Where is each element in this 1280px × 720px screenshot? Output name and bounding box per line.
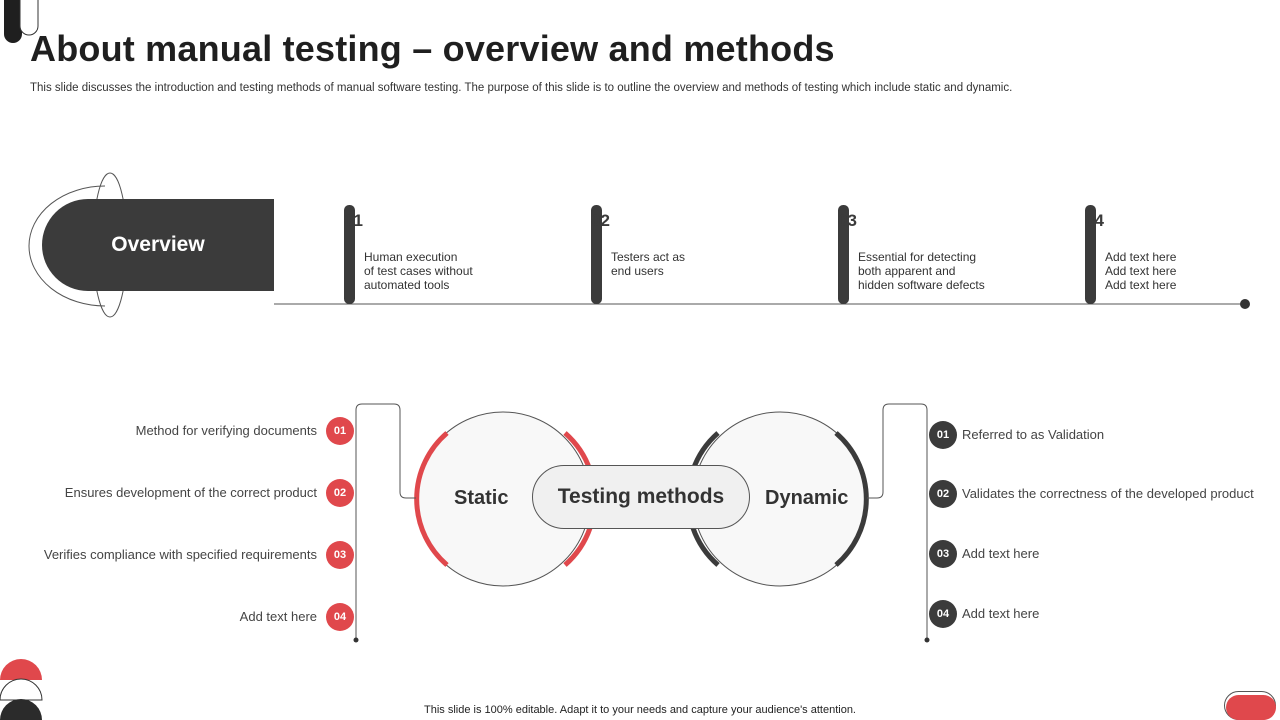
static-item-text: Ensures development of the correct produ… bbox=[64, 485, 317, 500]
overview-item-number: 04 bbox=[1085, 211, 1104, 230]
static-connector bbox=[355, 403, 416, 640]
dynamic-arc-bottom-left bbox=[690, 527, 720, 567]
dynamic-item-text: Add text here bbox=[962, 546, 1040, 561]
dynamic-arc-right bbox=[834, 431, 869, 567]
timeline-marker bbox=[838, 205, 849, 304]
dynamic-connector bbox=[867, 403, 928, 640]
overview-item-text: Add text here Add text here Add text her… bbox=[1105, 250, 1177, 292]
dynamic-item-badge: 02 bbox=[929, 480, 957, 508]
static-label: Static bbox=[454, 487, 509, 509]
page-subtitle: This slide discusses the introduction an… bbox=[30, 82, 1013, 94]
dynamic-label: Dynamic bbox=[765, 487, 849, 509]
static-item-badge: 04 bbox=[326, 603, 354, 631]
static-arc-left bbox=[414, 431, 449, 567]
overview-item-number: 01 bbox=[344, 211, 363, 230]
overview-item-text: Human execution of test cases without au… bbox=[364, 250, 473, 292]
timeline-marker bbox=[344, 205, 355, 304]
static-item-badge: 01 bbox=[326, 417, 354, 445]
overview-pill: Overview bbox=[42, 199, 274, 291]
dynamic-item-badge: 03 bbox=[929, 540, 957, 568]
dynamic-item-text: Referred to as Validation bbox=[962, 427, 1105, 442]
corner-decoration-top bbox=[4, 0, 39, 43]
static-item-text: Verifies compliance with specified requi… bbox=[43, 547, 317, 562]
static-item-text: Method for verifying documents bbox=[135, 423, 317, 438]
dynamic-item-text: Validates the correctness of the develop… bbox=[962, 486, 1254, 501]
testing-methods-pill: Testing methods bbox=[532, 465, 750, 529]
overview-item-text: Testers act as end users bbox=[611, 250, 686, 278]
static-item-badge: 02 bbox=[326, 479, 354, 507]
timeline-marker bbox=[591, 205, 602, 304]
corner-decoration-bottom bbox=[0, 659, 43, 720]
dynamic-item-text: Add text here bbox=[962, 606, 1040, 621]
dynamic-item-badge: 04 bbox=[929, 600, 957, 628]
timeline-marker bbox=[1085, 205, 1096, 304]
overview-item-number: 02 bbox=[591, 211, 610, 230]
static-item-text: Add text here bbox=[239, 609, 317, 624]
timeline-end-dot bbox=[1240, 299, 1250, 309]
overview-item-text: Essential for detecting both apparent an… bbox=[858, 250, 985, 292]
static-item-badge: 03 bbox=[326, 541, 354, 569]
corner-button bbox=[1226, 695, 1276, 720]
static-arc-bottom-right bbox=[563, 527, 593, 567]
footer-note: This slide is 100% editable. Adapt it to… bbox=[424, 704, 856, 716]
overview-item-number: 03 bbox=[838, 211, 857, 230]
page-title: About manual testing – overview and meth… bbox=[30, 28, 835, 69]
dynamic-item-badge: 01 bbox=[929, 421, 957, 449]
